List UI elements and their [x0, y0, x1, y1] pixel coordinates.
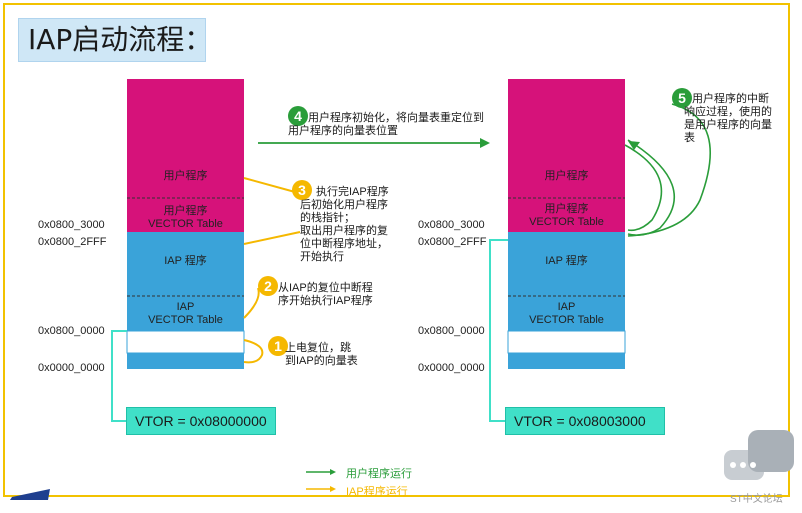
step-5-line-4: 表: [684, 132, 695, 144]
right-user-program-label: 用户程序: [544, 170, 589, 182]
left-iap-program-label: IAP 程序: [164, 255, 207, 267]
title-box: [18, 18, 206, 62]
step-5-line-3: 是用户程序的向量: [684, 119, 772, 131]
step-2-badge: 2: [258, 276, 278, 296]
step-4-note: 用户程序初始化，将向量表重定位到 用户程序的向量表位置: [288, 112, 484, 138]
left-bottom-block: [127, 353, 244, 369]
left-addr-0x0800-0000: 0x0800_0000: [38, 325, 105, 337]
step-5-line-1: 用户程序的中断: [692, 93, 769, 105]
left-blank-block: [126, 330, 245, 354]
right-blank-block: [507, 330, 626, 354]
right-iap-vt-label-2: VECTOR Table: [529, 314, 604, 326]
chat-bubble-icon: [724, 430, 794, 480]
legend-orange-label: IAP程序运行: [346, 486, 408, 498]
step-4-line-2: 用户程序的向量表位置: [288, 125, 398, 137]
left-iap-vt-label-2: VECTOR Table: [148, 314, 223, 326]
step-3-line-6: 开始执行: [300, 251, 344, 263]
left-addr-0x0800-2fff: 0x0800_2FFF: [38, 236, 107, 248]
left-addr-0x0000-0000: 0x0000_0000: [38, 362, 105, 374]
step-3-line-3: 的栈指针；: [300, 212, 355, 224]
iap-flow-step3b: [243, 231, 301, 245]
right-vtor-connector: [489, 239, 508, 422]
step-1-badge: 1: [268, 336, 288, 356]
iap-flow-step1: [243, 339, 264, 364]
step5-curve-inner: [624, 144, 663, 232]
left-user-program-label: 用户程序: [163, 170, 208, 182]
left-iap-block: [127, 232, 244, 331]
left-vtor-box: VTOR = 0x08000000: [126, 407, 276, 435]
step-1-line-2: 到IAP的向量表: [285, 355, 358, 367]
step-2-note: 从IAP的复位中断程 序开始执行IAP程序: [278, 282, 373, 308]
left-user-vt-label-2: VECTOR Table: [148, 218, 223, 230]
step-2-line-2: 序开始执行IAP程序: [278, 295, 373, 307]
right-addr-0x0000-0000: 0x0000_0000: [418, 362, 485, 374]
step-2-line-1: 从IAP的复位中断程: [278, 282, 373, 294]
step-1-line-1: 上电复位，跳: [285, 342, 351, 354]
right-bottom-block: [508, 353, 625, 369]
legend-orange-arrowhead: [330, 486, 336, 492]
step-5-note: 用户程序的中断 响应过程，使用的 是用户程序的向量 表: [684, 93, 772, 145]
step4-arrow-head: [480, 138, 490, 148]
step-4-line-1: 用户程序初始化，将向量表重定位到: [308, 112, 484, 124]
step-4-badge: 4: [288, 106, 308, 126]
legend-green-arrowhead: [330, 469, 336, 475]
legend-green-label: 用户程序运行: [346, 468, 412, 480]
step-5-badge: 5: [672, 88, 692, 108]
left-user-program-block: [127, 79, 244, 232]
st-logo-icon: [10, 489, 50, 500]
step-3-badge: 3: [292, 180, 312, 200]
slide-frame: [3, 3, 790, 497]
step-3-line-2: 后初始化用户程序: [300, 199, 388, 211]
step-3-line-1: 执行完IAP程序: [316, 186, 389, 198]
step5-arrow-head: [628, 141, 640, 150]
right-user-vt-label-2: VECTOR Table: [529, 216, 604, 228]
right-iap-block: [508, 232, 625, 331]
iap-flow-step3a: [243, 177, 296, 193]
slide-title: IAP启动流程：: [28, 23, 213, 56]
step-3-note: 执行完IAP程序 后初始化用户程序 的栈指针； 取出用户程序的复 位中断程序地址…: [300, 186, 389, 264]
step-3-line-5: 位中断程序地址，: [300, 238, 388, 250]
step-5-line-2: 响应过程，使用的: [684, 106, 772, 118]
right-addr-0x0800-3000: 0x0800_3000: [418, 219, 485, 231]
right-user-program-block: [508, 79, 625, 232]
step5-curve-outer: [627, 103, 712, 237]
right-iap-vt-label-1: IAP: [557, 301, 576, 313]
right-vtor-box: VTOR = 0x08003000: [505, 407, 665, 435]
left-addr-0x0800-3000: 0x0800_3000: [38, 219, 105, 231]
step-1-note: 上电复位，跳 到IAP的向量表: [285, 342, 358, 368]
left-user-vt-label-1: 用户程序: [163, 205, 208, 217]
right-addr-0x0800-0000: 0x0800_0000: [418, 325, 485, 337]
right-iap-program-label: IAP 程序: [545, 255, 588, 267]
left-vtor-connector: [111, 330, 127, 422]
iap-flow-step2: [243, 287, 260, 319]
forum-watermark: ST中文论坛: [730, 494, 783, 505]
right-user-vt-label-1: 用户程序: [544, 203, 589, 215]
right-addr-0x0800-2fff: 0x0800_2FFF: [418, 236, 487, 248]
left-iap-vt-label-1: IAP: [176, 301, 195, 313]
step-3-line-4: 取出用户程序的复: [300, 225, 388, 237]
